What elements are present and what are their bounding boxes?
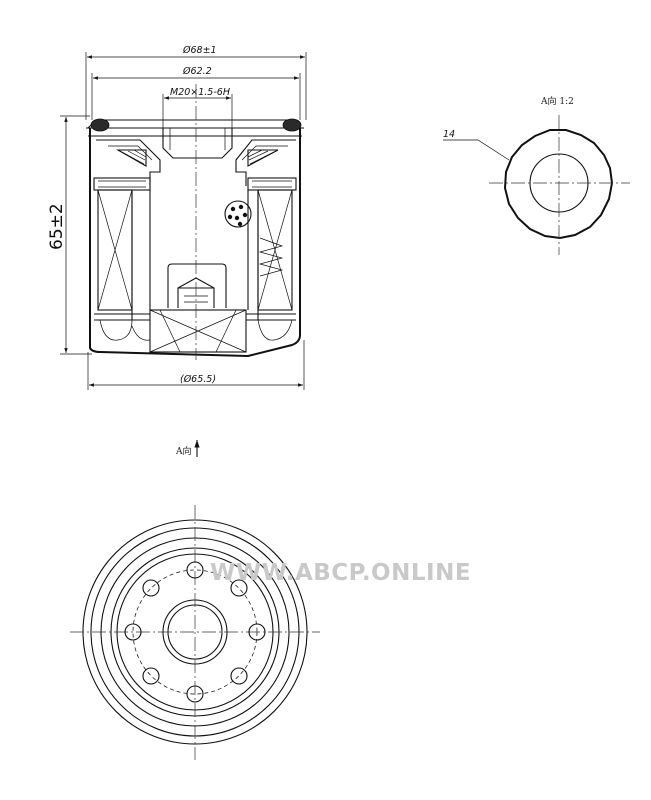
inlet-hole — [186, 685, 204, 703]
bottom-plan-view — [70, 505, 320, 760]
watermark: WWW.ABCP.ONLINE — [210, 560, 471, 586]
inlet-hole — [248, 623, 266, 641]
view-a-title: A向 1:2 — [540, 95, 574, 107]
view-arrow-label: A向 — [175, 445, 192, 457]
base-plate — [86, 119, 304, 137]
dim-height: 65±2 — [47, 203, 67, 250]
dim-body-diameter: (Ø65.5) — [180, 374, 216, 385]
dim-thread: M20×1.5-6H — [170, 87, 230, 98]
element-top-cap-left — [93, 177, 151, 191]
plan-inlet-holes — [124, 561, 266, 703]
view-a-outer-polygon — [503, 129, 614, 240]
gasket-right — [282, 118, 302, 132]
dim-gasket-diameter: Ø62.2 — [182, 66, 212, 77]
inlet-hole — [142, 667, 160, 685]
view-arrow: A向 — [175, 440, 200, 457]
view-a-detail: A向 1:2 14 — [443, 95, 630, 255]
valve-left — [115, 149, 147, 167]
threaded-boss — [162, 128, 233, 159]
inlet-hole — [230, 579, 248, 597]
valve-right — [247, 149, 279, 167]
view-a-leader — [443, 139, 510, 161]
inlet-hole — [124, 623, 142, 641]
relief-spring — [258, 237, 284, 277]
view-a-leader-label: 14 — [443, 129, 455, 140]
element-bottom-cap — [149, 309, 247, 353]
filter-can-outline — [89, 128, 301, 358]
center-tube — [131, 190, 259, 320]
dim-outer-diameter: Ø68±1 — [182, 45, 217, 56]
bypass-valve — [167, 263, 227, 308]
section-view: Ø68±1 Ø62.2 M20×1.5-6H 65±2 (Ø65.5) — [47, 45, 307, 390]
gasket-left — [90, 118, 110, 132]
element-top-cap-right — [247, 177, 297, 191]
inlet-hole — [142, 579, 160, 597]
cover-plate — [96, 139, 296, 186]
bottom-plate — [94, 313, 296, 321]
inlet-hole — [230, 667, 248, 685]
perforation-detail — [224, 200, 252, 228]
inlet-hole — [186, 561, 204, 579]
